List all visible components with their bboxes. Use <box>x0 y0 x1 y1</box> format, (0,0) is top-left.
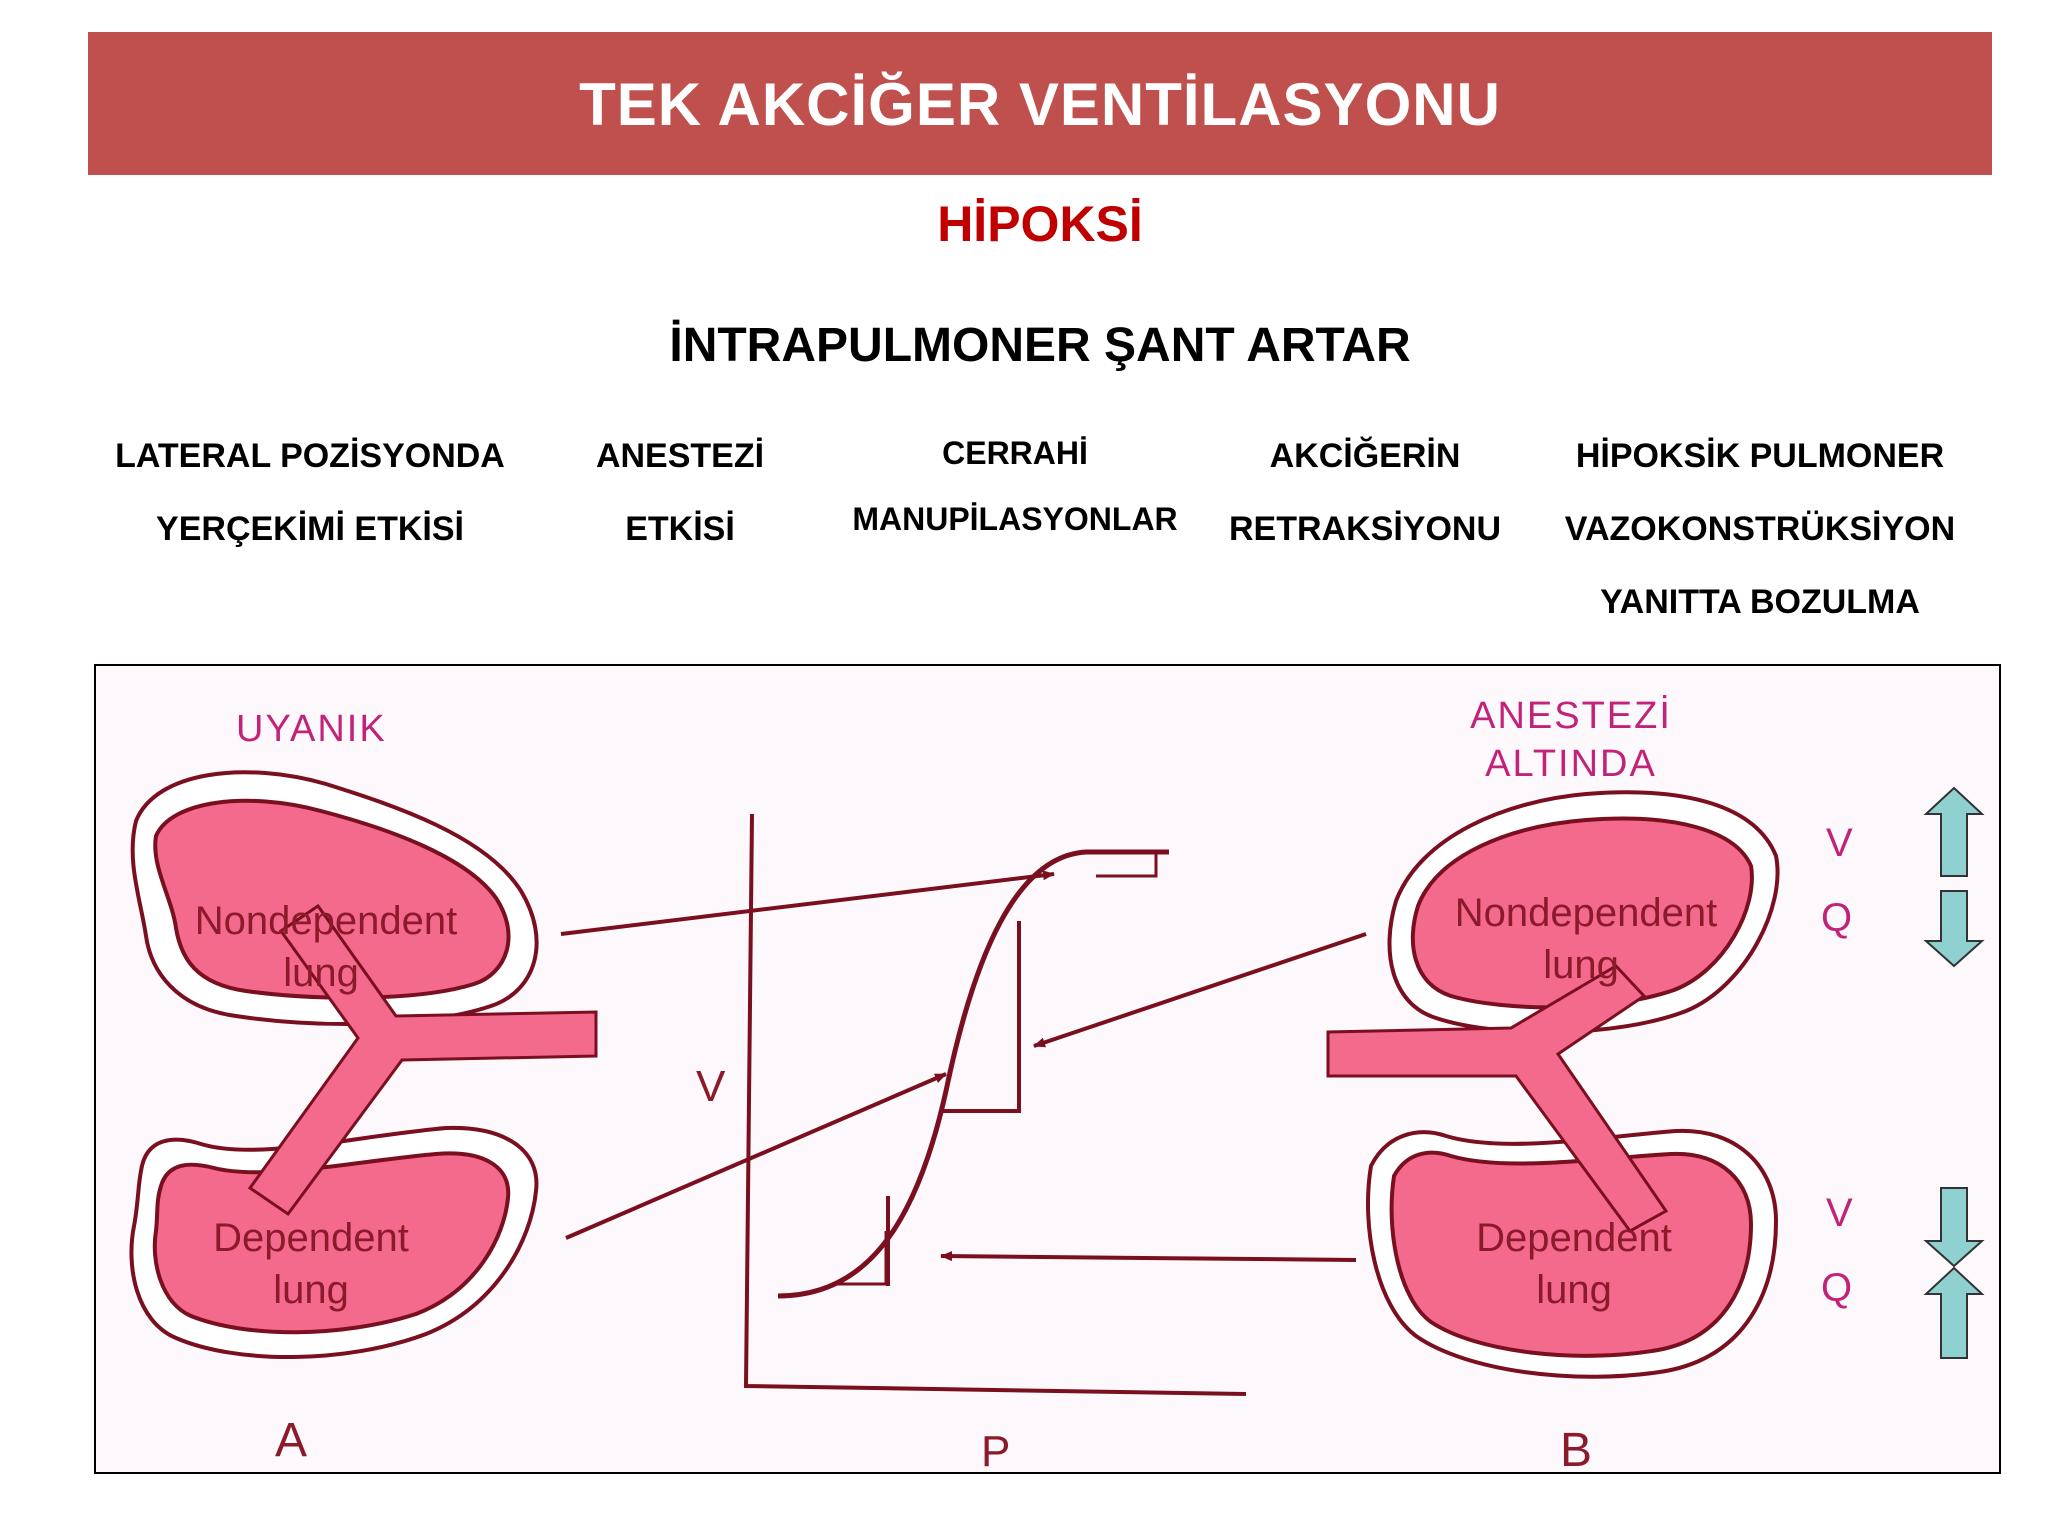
b-nondependent-sublabel: lung <box>1543 943 1619 987</box>
slide-title: TEK AKCİĞER VENTİLASYONU <box>579 71 1501 138</box>
cause-line: LATERAL POZİSYONDA <box>115 437 505 475</box>
vq-diagram: UYANIK Nondependent lung Dependent lung … <box>94 664 2001 1474</box>
pv-axes <box>743 813 1247 1396</box>
cause-surgery: CERRAHİ MANUPİLASYONLAR <box>850 420 1180 552</box>
q-label-bottom: Q <box>1821 1266 1852 1310</box>
cause-line: VAZOKONSTRÜKSİYON <box>1564 510 1956 548</box>
compliance-steps <box>886 921 1021 1286</box>
lung-a-nondependent <box>130 770 539 1027</box>
anesthesia-label: ANESTEZİ <box>1470 694 1672 737</box>
v-label-bottom: V <box>1826 1191 1853 1235</box>
b-dependent-label: Dependent <box>1476 1216 1672 1260</box>
arrow-up-icon <box>1923 1266 1985 1359</box>
q-label-top: Q <box>1821 896 1852 940</box>
a-nondependent-sublabel: lung <box>283 951 359 995</box>
a-dependent-sublabel: lung <box>273 1268 349 1312</box>
lung-a-dependent <box>129 1125 539 1360</box>
panel-a-label: A <box>275 1414 307 1467</box>
anesthesia-label-2: ALTINDA <box>1485 743 1657 785</box>
x-axis-label: P <box>981 1427 1010 1474</box>
compliance-triangles <box>834 854 1158 1286</box>
cause-hpv: HİPOKSİK PULMONER VAZOKONSTRÜKSİYON YANI… <box>1550 420 1970 639</box>
slide-subtitle: HİPOKSİ <box>937 196 1143 252</box>
b-nondependent-label: Nondependent <box>1455 891 1717 935</box>
title-banner: TEK AKCİĞER VENTİLASYONU <box>88 32 1992 175</box>
cause-line: ETKİSİ <box>625 510 735 548</box>
a-dependent-label: Dependent <box>213 1216 409 1260</box>
arrow-down-icon <box>1923 890 1985 968</box>
cause-line: MANUPİLASYONLAR <box>852 501 1178 537</box>
cause-line: RETRAKSİYONU <box>1228 510 1502 548</box>
cause-anesthesia: ANESTEZİ ETKİSİ <box>560 420 800 566</box>
slide-heading: İNTRAPULMONER ŞANT ARTAR <box>669 319 1411 372</box>
a-nondependent-label: Nondependent <box>195 899 457 943</box>
panel-b-label: B <box>1560 1424 1592 1474</box>
bronchus-b <box>1326 964 1669 1233</box>
vq-diagram-svg: UYANIK Nondependent lung Dependent lung … <box>129 694 1985 1474</box>
cause-line: YERÇEKİMİ ETKİSİ <box>156 510 464 548</box>
mapping-arrows <box>560 870 1367 1262</box>
cause-line: YANITTA BOZULMA <box>1600 583 1920 621</box>
lung-b-nondependent <box>1387 790 1780 1035</box>
y-axis-label: V <box>696 1062 726 1111</box>
cause-line: ANESTEZİ <box>595 437 765 475</box>
cause-line: CERRAHİ <box>942 435 1088 471</box>
bronchus-a <box>247 903 598 1217</box>
b-dependent-sublabel: lung <box>1536 1268 1612 1312</box>
awake-label: UYANIK <box>236 708 387 750</box>
pv-curve <box>777 849 1169 1299</box>
v-label-top: V <box>1826 821 1853 865</box>
cause-gravity: LATERAL POZİSYONDA YERÇEKİMİ ETKİSİ <box>100 420 520 566</box>
cause-line: HİPOKSİK PULMONER <box>1575 437 1945 475</box>
cause-line: AKCİĞERİN <box>1269 437 1461 475</box>
arrow-down-icon <box>1923 1187 1985 1268</box>
cause-retraction: AKCİĞERİN RETRAKSİYONU <box>1210 420 1520 566</box>
arrow-up-icon <box>1923 786 1985 877</box>
